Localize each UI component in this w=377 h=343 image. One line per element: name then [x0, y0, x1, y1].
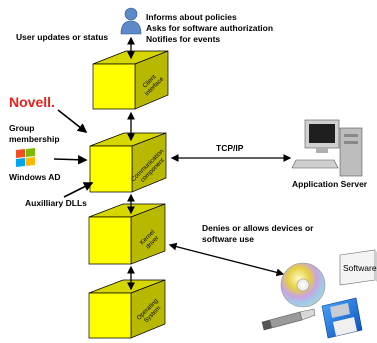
server-computer-icon [291, 119, 363, 177]
arrow-novell [57, 109, 88, 133]
user-icon [120, 7, 142, 35]
layer-kernel-driver: Kernel driver [88, 203, 166, 265]
novell-logo: Novell. [9, 94, 55, 110]
arrow-windows-ad [53, 154, 88, 165]
arrow-devices [168, 242, 285, 277]
policy-line-3: Notifies for events [146, 34, 220, 44]
policy-line-2: Asks for software authorization [146, 23, 273, 33]
software-x-label: Software X [343, 263, 377, 273]
windows-logo-icon [16, 148, 35, 167]
policy-line-1: Informs about policies [146, 12, 237, 22]
denies-line1: Denies or allows devices or [202, 223, 314, 233]
windows-ad-label: Windows AD [9, 172, 61, 182]
group-membership-line1: Group [9, 123, 35, 133]
user-updates-label: User updates or status [16, 32, 108, 42]
group-membership-line2: membership [9, 134, 60, 144]
layer-communication-component: Communication component [89, 132, 167, 193]
cd-disc-icon [280, 262, 326, 308]
usb-drive-icon [261, 308, 316, 331]
tcpip-label: TCP/IP [216, 143, 244, 153]
layer-client-interface: Client interface [92, 50, 169, 110]
aux-dlls-label: Auxilliary DLLs [25, 198, 87, 208]
arrow-aux-dlls [63, 182, 94, 198]
app-server-label: Application Server [292, 179, 368, 189]
layer-operating-system: Operating System [88, 279, 166, 339]
denies-line2: software use [202, 234, 254, 244]
floppy-disk-icon [321, 297, 363, 339]
